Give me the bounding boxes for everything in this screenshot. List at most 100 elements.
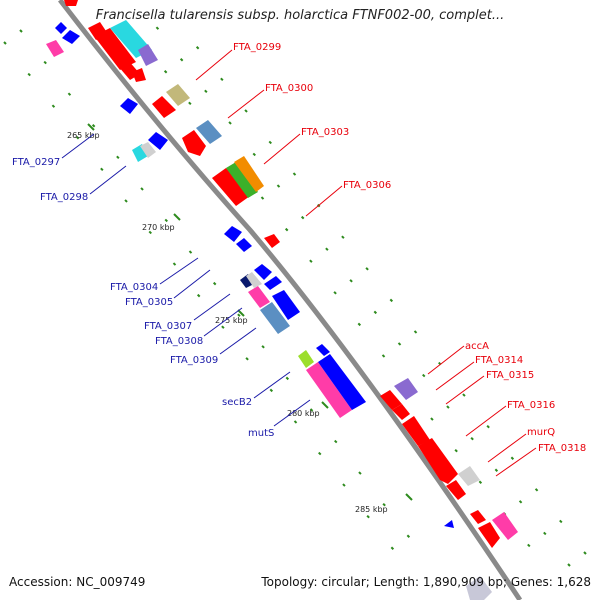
ring-dot <box>543 531 547 536</box>
forward-gene[interactable] <box>64 0 78 6</box>
reverse-gene[interactable] <box>62 30 80 44</box>
ring-dot <box>366 514 370 519</box>
topology-text: Topology: circular; Length: 1,890,909 bp… <box>261 575 591 589</box>
khaki-gene[interactable] <box>166 84 190 106</box>
ring-dot <box>454 448 458 453</box>
reverse-gene[interactable] <box>316 344 330 356</box>
gene-label-murQ[interactable]: murQ <box>527 427 555 438</box>
ring-dot <box>534 488 539 492</box>
gene-label-FTA_0298[interactable]: FTA_0298 <box>40 192 88 203</box>
gene-label-FTA_0307[interactable]: FTA_0307 <box>144 321 192 332</box>
ring-dot <box>527 543 531 548</box>
ring-dot <box>373 310 378 315</box>
gene-label-FTA_0315[interactable]: FTA_0315 <box>486 370 534 381</box>
forward-gene[interactable] <box>94 28 136 70</box>
gene-label-accA[interactable]: accA <box>465 341 489 352</box>
green-gene[interactable] <box>226 162 258 198</box>
gene-label-FTA_0297[interactable]: FTA_0297 <box>12 157 60 168</box>
forward-gene[interactable] <box>264 234 280 248</box>
ring-dot <box>19 29 23 33</box>
forward-gene[interactable] <box>182 130 206 156</box>
magenta-gene[interactable] <box>306 362 352 418</box>
reverse-gene[interactable] <box>318 354 366 410</box>
ring-dot <box>318 451 322 456</box>
ring-dot <box>261 345 265 349</box>
reverse-gene[interactable] <box>254 264 272 280</box>
reverse-gene[interactable] <box>264 276 282 290</box>
purple-gene[interactable] <box>394 378 418 400</box>
ring-dot <box>342 483 346 487</box>
gene-label-FTA_0299[interactable]: FTA_0299 <box>233 42 281 53</box>
gene-label-FTA_0300[interactable]: FTA_0300 <box>265 83 313 94</box>
forward-gene[interactable] <box>478 522 500 548</box>
gene-label-FTA_0305[interactable]: FTA_0305 <box>125 297 173 308</box>
gene-label-FTA_0306[interactable]: FTA_0306 <box>343 180 391 191</box>
ring-dot <box>333 291 337 295</box>
forward-gene[interactable] <box>402 416 430 446</box>
ring-dot <box>357 322 362 327</box>
navy-gene[interactable] <box>240 274 254 288</box>
reverse-gene[interactable] <box>272 290 300 320</box>
ring-dot <box>67 92 72 96</box>
reverse-gene[interactable] <box>236 238 252 252</box>
forward-gene[interactable] <box>212 168 250 206</box>
grey-gene[interactable] <box>466 576 492 600</box>
reverse-gene[interactable] <box>120 98 138 114</box>
ring-dot <box>212 281 217 286</box>
gene-label-secB2[interactable]: secB2 <box>222 397 252 408</box>
tick-marks <box>87 123 413 501</box>
magenta-gene[interactable] <box>492 512 518 540</box>
ring-dot <box>446 405 450 409</box>
steelblue-gene[interactable] <box>196 120 222 144</box>
lime-gene[interactable] <box>298 350 314 368</box>
ring-dot <box>188 250 193 254</box>
forward-gene[interactable] <box>380 390 402 410</box>
gene-label-FTA_0314[interactable]: FTA_0314 <box>475 355 523 366</box>
reverse-gene[interactable] <box>55 22 67 34</box>
gene-label-FTA_0308[interactable]: FTA_0308 <box>155 336 203 347</box>
forward-gene[interactable] <box>152 96 176 118</box>
ring-dot <box>27 72 31 77</box>
ring-dot <box>567 563 571 567</box>
gene-label-FTA_0303[interactable]: FTA_0303 <box>301 127 349 138</box>
ring-dot <box>285 376 290 381</box>
ring-dot <box>100 167 104 172</box>
ring-dot <box>518 500 523 504</box>
ring-dot <box>75 136 80 140</box>
gene-label-FTA_0318[interactable]: FTA_0318 <box>538 443 586 454</box>
forward-gene[interactable] <box>418 438 458 484</box>
ring-dot <box>252 152 256 157</box>
ring-dot <box>268 140 272 145</box>
purple-gene[interactable] <box>138 44 158 66</box>
gene-label-FTA_0304[interactable]: FTA_0304 <box>110 282 158 293</box>
reverse-gene[interactable] <box>148 132 168 150</box>
gene-label-FTA_0309[interactable]: FTA_0309 <box>170 355 218 366</box>
ring-dot <box>292 172 297 176</box>
ring-dot <box>293 420 298 424</box>
ring-dot <box>244 109 248 113</box>
ring-dot <box>365 267 369 271</box>
gene-label-FTA_0316[interactable]: FTA_0316 <box>507 400 555 411</box>
ring-dot <box>413 330 418 334</box>
ring-dot <box>309 259 313 263</box>
reverse-gene[interactable] <box>224 226 242 242</box>
forward-gene[interactable] <box>392 404 410 420</box>
grey-gene[interactable] <box>140 142 156 158</box>
tick-label-265: 265 kbp <box>67 131 100 140</box>
reverse-gene[interactable] <box>444 520 454 528</box>
forward-gene[interactable] <box>470 510 486 524</box>
inner-gene-labels: FTA_0297 FTA_0298 FTA_0304 FTA_0305 FTA_… <box>12 133 311 439</box>
steelblue-gene[interactable] <box>260 302 290 334</box>
magenta-gene[interactable] <box>46 40 64 57</box>
forward-gene[interactable] <box>446 480 466 500</box>
orange-gene[interactable] <box>234 156 264 192</box>
grey-gene[interactable] <box>458 466 480 486</box>
gene-label-mutS[interactable]: mutS <box>248 428 274 439</box>
ring-dot <box>269 388 274 393</box>
grey-gene[interactable] <box>246 272 262 288</box>
ring-dot <box>397 342 402 346</box>
magenta-gene[interactable] <box>248 286 270 308</box>
ring-dot <box>406 534 411 538</box>
forward-gene[interactable] <box>132 68 146 82</box>
ring-dot <box>3 41 7 45</box>
